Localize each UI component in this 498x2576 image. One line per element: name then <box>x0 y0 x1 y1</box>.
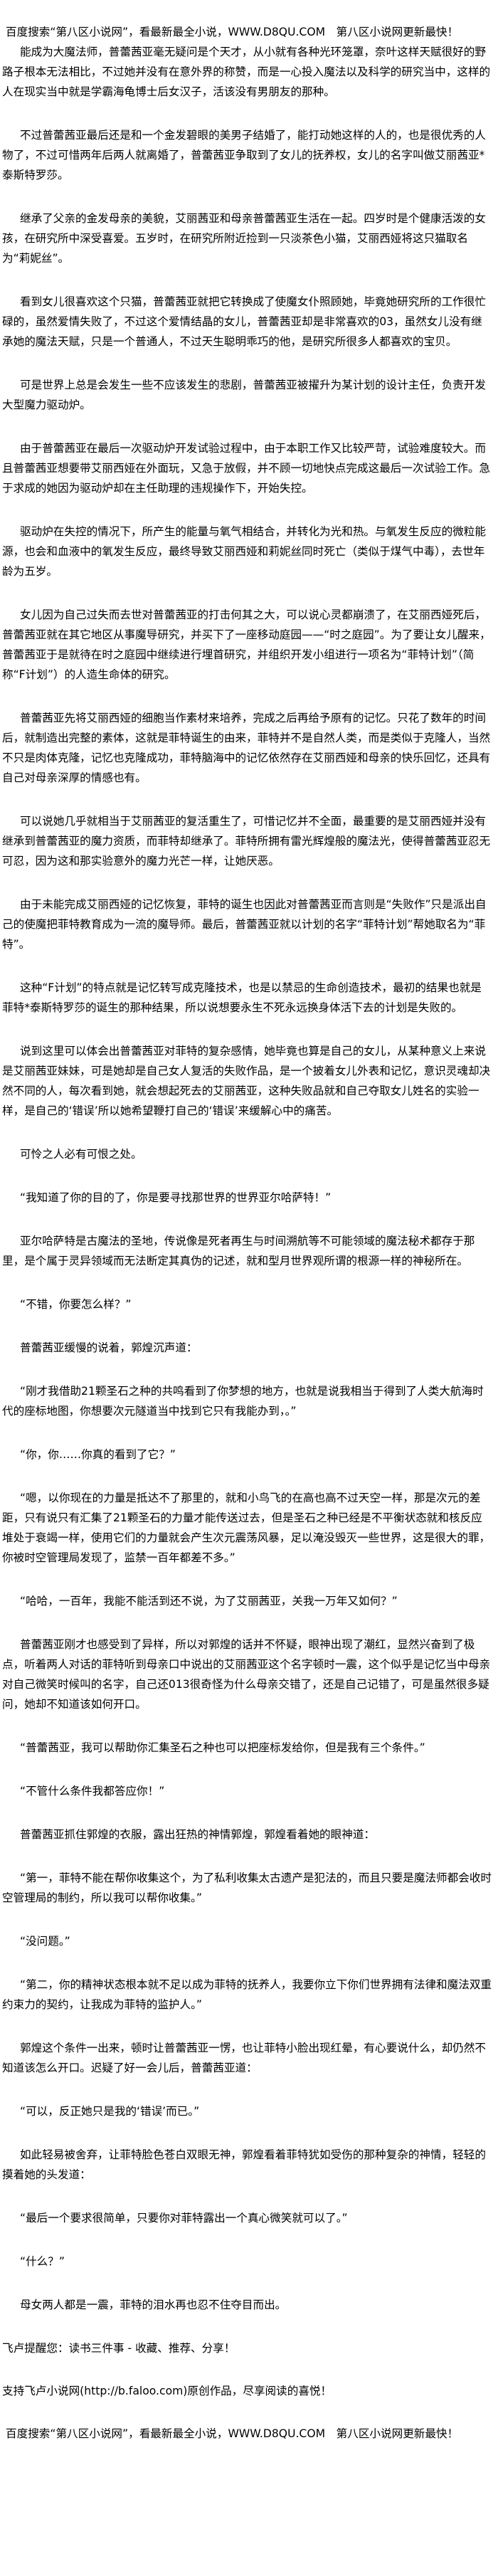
paragraph: 不过普蕾茜亚最后还是和一个金发碧眼的美男子结婚了，能打动她这样的人的，也是很优秀… <box>2 129 486 181</box>
paragraph: 母女两人都是一震，菲特的泪水再也忍不住夺目而出。 <box>20 2298 287 2311</box>
paragraph: 女儿因为自己过失而去世对普蕾茜亚的打击何其之大，可以说心灵都崩溃了，在艾丽西娅死… <box>2 608 491 681</box>
dialogue-paragraph: “没问题。” <box>20 1935 70 1948</box>
paragraph: 郭煌这个条件一出来，顿时让普蕾茜亚一愣，也让菲特小脸出现红晕，有心要说什么，却仍… <box>2 2042 486 2074</box>
paragraph: 可以说她几乎就相当于艾丽茜亚的复活重生了，可惜记忆并不全面，最重要的是艾丽西娅并… <box>2 815 491 867</box>
dialogue-paragraph: “我知道了你的目的了，你是要寻找那世界的世界亚尔哈萨特！” <box>20 1191 332 1204</box>
reading-reminder: 飞卢提醒您：读书三件事 - 收藏、推荐、分享！ <box>2 2342 235 2355</box>
dialogue-paragraph: “你，你……你真的看到了它？” <box>20 1448 176 1461</box>
dialogue-paragraph: “第二，你的精神状态根本就不足以成为菲特的抚养人，我要你立下你们世界拥有法律和魔… <box>2 1978 492 2011</box>
chapter-body: 能成为大魔法师，普蕾茜亚毫无疑问是个天才，从小就有各种光环笼罩，奈叶这样天赋很好… <box>2 42 492 2315</box>
paragraph: 可怜之人必有可恨之处。 <box>20 1148 142 1161</box>
paragraph: 如此轻易被舍弃，让菲特脸色苍白双眼无神，郭煌看着菲特犹如受伤的那种复杂的神情，轻… <box>2 2148 486 2181</box>
dialogue-paragraph: “普蕾茜亚，我可以帮助你汇集圣石之种也可以把座标发给你，但是我有三个条件。” <box>20 1741 425 1754</box>
support-notice: 支持飞卢小说网(http://b.faloo.com)原创作品，尽享阅读的喜悦！ <box>2 2385 332 2397</box>
paragraph: 由于普蕾茜亚在最后一次驱动炉开发试验过程中，由于本职工作又比较严苛，试验难度较大… <box>2 442 491 495</box>
paragraph: 普蕾茜亚抓住郭煌的衣服，露出狂热的神情郭煌，郭煌看着她的眼神道： <box>20 1828 376 1841</box>
dialogue-paragraph: “什么？” <box>20 2255 65 2268</box>
paragraph: 普蕾茜亚先将艾丽西娅的细胞当作素材来培养，完成之后再给予原有的记忆。只花了数年的… <box>2 712 491 784</box>
dialogue-paragraph: “嗯，以你现在的力量是抵达不了那里的，就和小鸟飞的在高也高不过天空一样，那是次元… <box>2 1492 491 1564</box>
paragraph: 驱动炉在失控的情况下，所产生的能量与氧气相结合，并转化为光和热。与氧发生反应的微… <box>2 525 486 578</box>
dialogue-paragraph: “哈哈，一百年，我能不能活到还不说，为了艾丽茜亚，关我一万年又如何？” <box>20 1595 398 1608</box>
dialogue-paragraph: “刚才我借助21颗圣石之种的共鸣看到了你梦想的地方，也就是说我相当于得到了人类大… <box>2 1385 484 1418</box>
paragraph: 可是世界上总是会发生一些不应该发生的悲剧，普蕾茜亚被擢升为某计划的设计主任，负责… <box>2 379 486 411</box>
paragraph: 由于未能完成艾丽西娅的记忆恢复，菲特的诞生也因此对普蕾茜亚而言则是“失败作”只是… <box>2 898 487 951</box>
paragraph: 继承了父亲的金发母亲的美貌，艾丽茜亚和母亲普蕾茜亚生活在一起。四岁时是个健康活泼… <box>2 212 486 265</box>
dialogue-paragraph: “最后一个要求很简单，只要你对菲特露出一个真心微笑就可以了。” <box>20 2212 348 2224</box>
dialogue-paragraph: “第一，菲特不能在帮你收集这个，为了私利收集太古遗产是犯法的，而且只要是魔法师都… <box>2 1872 492 1904</box>
paragraph: 亚尔哈萨特是古魔法的圣地，传说像是死者再生与时间溯航等不可能领域的魔法秘术都存于… <box>2 1235 475 1267</box>
dialogue-paragraph: “可以，反正她只是我的‘错误’而已。” <box>20 2105 200 2118</box>
paragraph: 看到女儿很喜欢这个只猫，普蕾茜亚就把它转换成了使魔女仆照顾她，毕竟她研究所的工作… <box>2 295 486 348</box>
site-banner-bottom: 百度搜索“第八区小说网”，看最新最全小说，WWW.D8QU.COM 第八区小说网… <box>6 2427 459 2440</box>
paragraph: 普蕾茜亚刚才也感受到了异样，所以对郭煌的话并不怀疑，眼神出现了潮红，显然兴奋到了… <box>2 1638 491 1711</box>
dialogue-paragraph: “不管什么条件我都答应你！” <box>20 1785 165 1798</box>
site-banner-top: 百度搜索“第八区小说网”，看最新最全小说，WWW.D8QU.COM 第八区小说网… <box>6 26 459 38</box>
paragraph: 能成为大魔法师，普蕾茜亚毫无疑问是个天才，从小就有各种光环笼罩，奈叶这样天赋很好… <box>2 46 491 98</box>
chapter-page: 百度搜索“第八区小说网”，看最新最全小说，WWW.D8QU.COM 第八区小说网… <box>2 26 492 2444</box>
dialogue-paragraph: “不错，你要怎么样？” <box>20 1298 132 1311</box>
paragraph: 这种“F计划”的特点就是记忆转写成克隆技术，也是以禁忌的生命创造技术，最初的结果… <box>2 981 482 1014</box>
paragraph: 说到这里可以体会出普蕾茜亚对菲特的复杂感情，她毕竟也算是自己的女儿，从某种意义上… <box>2 1045 491 1117</box>
chapter-footer: 飞卢提醒您：读书三件事 - 收藏、推荐、分享！ 支持飞卢小说网(http://b… <box>2 2338 492 2444</box>
paragraph: 普蕾茜亚缓慢的说着，郭煌沉声道： <box>20 1341 198 1354</box>
